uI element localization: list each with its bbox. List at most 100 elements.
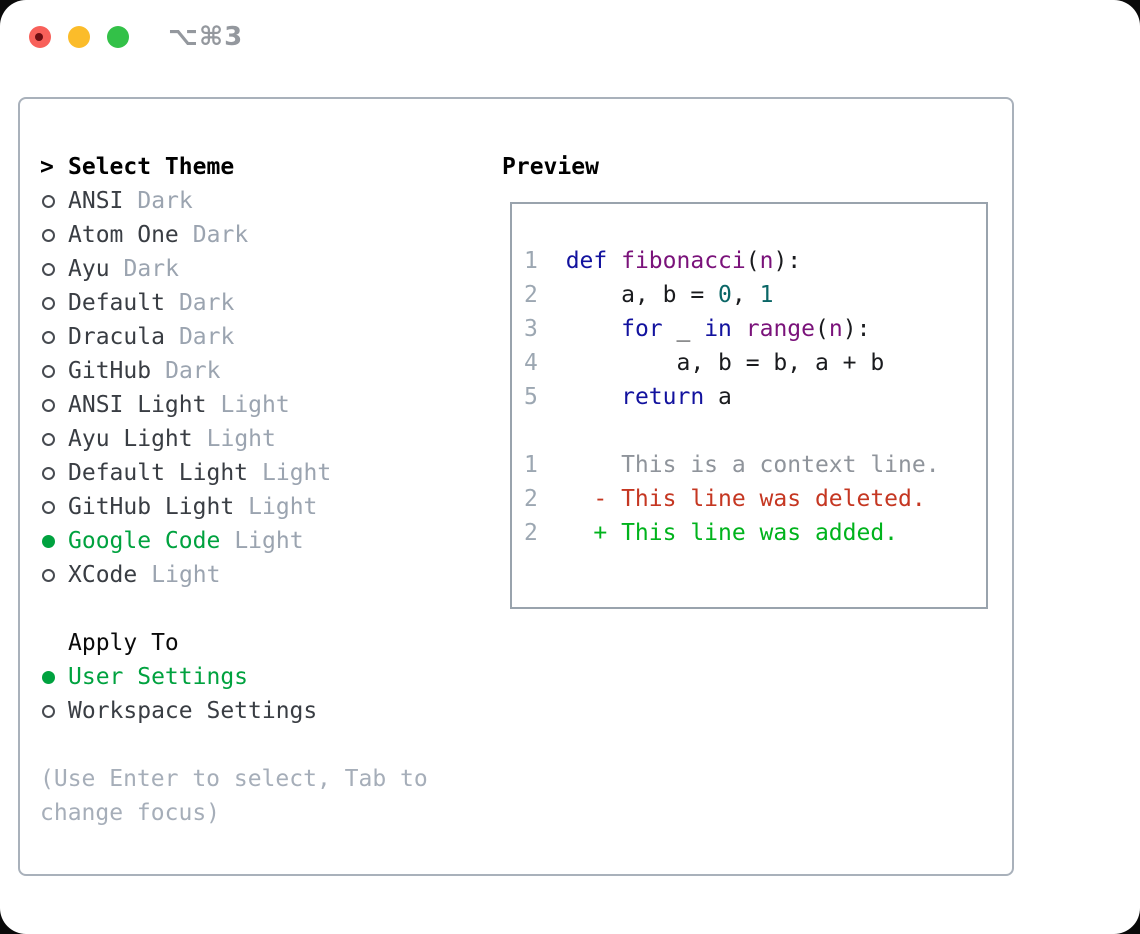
radio-selected-icon	[42, 535, 55, 548]
theme-option[interactable]: GitHub Light Light	[40, 490, 490, 524]
theme-variant: Dark	[178, 290, 235, 316]
code-token: This is a context line.	[538, 452, 940, 478]
code-token: a	[704, 384, 732, 410]
theme-name: Google Code	[68, 528, 221, 554]
theme-name: XCode	[68, 562, 138, 588]
code-token: + This line was added.	[538, 520, 899, 546]
theme-variant: Light	[220, 392, 290, 418]
theme-name: ANSI	[68, 188, 124, 214]
code-line: 5 return a	[524, 380, 986, 414]
apply-to-option[interactable]: Workspace Settings	[40, 694, 490, 728]
theme-variant: Light	[234, 528, 304, 554]
close-button[interactable]	[29, 26, 51, 48]
code-token: fibonacci	[621, 248, 746, 274]
code-token: ):	[773, 248, 802, 274]
code-token	[538, 248, 566, 274]
line-number: 3	[524, 316, 538, 342]
radio-cell	[40, 426, 68, 452]
radio-icon	[42, 399, 55, 412]
code-token: a, b =	[538, 282, 719, 308]
code-token: for	[621, 316, 663, 342]
line-number: 1	[524, 248, 538, 274]
code-line: 2 a, b = 0, 1	[524, 278, 986, 312]
radio-icon	[42, 705, 55, 718]
theme-option[interactable]: XCode Light	[40, 558, 490, 592]
radio-cell	[40, 562, 68, 588]
code-token: def	[565, 248, 608, 274]
apply-to-option[interactable]: User Settings	[40, 660, 490, 694]
radio-cell	[40, 460, 68, 486]
theme-option[interactable]: Google Code Light	[40, 524, 490, 558]
theme-option[interactable]: ANSI Light Light	[40, 388, 490, 422]
radio-cell	[40, 324, 68, 350]
code-token	[538, 316, 621, 342]
radio-icon	[42, 569, 55, 582]
theme-name: Dracula	[68, 324, 165, 350]
radio-icon	[42, 263, 55, 276]
radio-icon	[42, 195, 55, 208]
theme-variant: Light	[262, 460, 332, 486]
code-token: a, b = b, a + b	[538, 350, 885, 376]
maximize-button[interactable]	[107, 26, 129, 48]
line-number: 2	[524, 282, 538, 308]
code-token: 0	[718, 282, 732, 308]
radio-cell	[40, 698, 68, 724]
code-token: n	[828, 316, 843, 342]
line-number: 2	[524, 486, 538, 512]
window-title: ⌥⌘3	[168, 22, 244, 52]
radio-icon	[42, 433, 55, 446]
radio-icon	[42, 297, 55, 310]
code-token	[732, 316, 746, 342]
theme-option[interactable]: GitHub Dark	[40, 354, 490, 388]
theme-variant: Light	[248, 494, 318, 520]
theme-variant: Light	[151, 562, 221, 588]
select-theme-title: Select Theme	[68, 154, 235, 180]
code-token	[607, 248, 621, 274]
theme-name: ANSI Light	[68, 392, 207, 418]
theme-name: GitHub	[68, 358, 152, 384]
hint-text: (Use Enter to select, Tab to change focu…	[40, 766, 428, 826]
line-number: 1	[524, 452, 538, 478]
titlebar: ⌥⌘3	[0, 0, 1140, 74]
theme-variant: Dark	[192, 222, 249, 248]
theme-variant: Dark	[165, 358, 221, 384]
code-line: 1 This is a context line.	[524, 448, 986, 482]
code-line: 1 def fibonacci(n):	[524, 244, 986, 278]
code-token: n	[759, 248, 774, 274]
line-number: 5	[524, 384, 538, 410]
code-line: 4 a, b = b, a + b	[524, 346, 986, 380]
code-token: 1	[759, 282, 774, 308]
code-token: ,	[731, 282, 760, 308]
radio-icon	[42, 229, 55, 242]
code-token: in	[704, 316, 732, 342]
cursor-caret-icon: >	[40, 154, 54, 180]
line-number: 2	[524, 520, 538, 546]
code-token: ):	[842, 316, 871, 342]
apply-to-label: Workspace Settings	[68, 698, 318, 724]
theme-name: Ayu Light	[68, 426, 193, 452]
minimize-button[interactable]	[68, 26, 90, 48]
radio-cell	[40, 528, 68, 554]
code-line: 2 - This line was deleted.	[524, 482, 986, 516]
radio-cell	[40, 358, 68, 384]
apply-to-label: User Settings	[68, 664, 249, 690]
code-token: range	[745, 316, 815, 342]
code-token: (	[815, 316, 829, 342]
theme-name: Atom One	[68, 222, 179, 248]
radio-selected-icon	[42, 671, 55, 684]
preview-title: Preview	[502, 154, 599, 180]
code-token	[538, 384, 621, 410]
theme-name: GitHub Light	[68, 494, 235, 520]
theme-option[interactable]: Atom One Dark	[40, 218, 490, 252]
